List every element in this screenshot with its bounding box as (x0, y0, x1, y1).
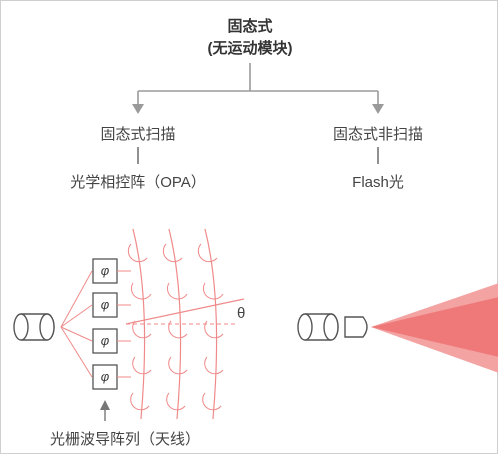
opa-tech-label: 光学相控阵（OPA） (70, 174, 206, 191)
right-arrow-head (372, 104, 384, 114)
root-title: 固态式 (227, 18, 273, 35)
root-subtitle: (无运动模块) (207, 40, 293, 57)
phase-shifter-box (92, 292, 118, 318)
caption-arrow-head (100, 400, 110, 410)
beam-direction-line (125, 298, 245, 325)
phase-symbol-label: φ (100, 369, 110, 384)
grating-array-caption: 光栅波导阵列（天线） (49, 431, 200, 448)
branch-scanning-label: 固态式扫描 (100, 126, 176, 143)
phase-symbol-label: φ (100, 333, 110, 348)
flash-source-icon (297, 313, 339, 341)
phase-symbol-label: φ (100, 263, 110, 278)
flash-beam-core (371, 297, 498, 357)
phase-shifter-boxes (92, 258, 118, 390)
phase-shifter-box (92, 328, 118, 354)
phase-symbol-label: φ (100, 297, 110, 312)
branch-nonscanning-label: 固态式非扫描 (332, 126, 423, 143)
laser-source-icon (13, 313, 55, 341)
fanout-lines (60, 270, 93, 378)
angle-label: θ (237, 305, 246, 322)
left-arrow-head (132, 104, 144, 114)
waveguide-output-lines (117, 270, 131, 378)
flash-lens-icon (344, 316, 368, 338)
flash-tech-label: Flash光 (352, 174, 404, 191)
